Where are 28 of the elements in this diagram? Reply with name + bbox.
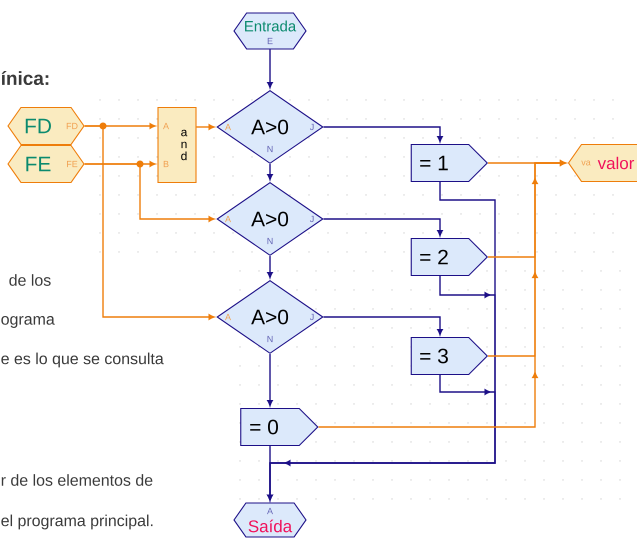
body-text: ínica: <box>2 70 48 86</box>
assign-box: = 2 <box>410 238 488 276</box>
terminal-hexagon: A Saída <box>233 502 307 538</box>
assign-box: = 3 <box>410 336 488 376</box>
body-text: el programa principal. <box>1 514 152 530</box>
terminal-hexagon: Entrada E <box>233 12 307 50</box>
variable-hexagon: FE FE <box>7 144 85 184</box>
arrow <box>318 160 566 428</box>
arrow <box>267 446 273 501</box>
body-text: e es lo que se consulta <box>1 352 164 368</box>
variable-hexagon: FD FD <box>7 106 85 146</box>
arrow <box>324 218 443 236</box>
body-text: de los <box>9 274 51 286</box>
body-text: r de los elementos de <box>2 474 152 486</box>
arrow <box>324 126 443 142</box>
arrow <box>267 164 273 180</box>
arrow <box>196 124 215 130</box>
assign-box: = 0 <box>240 408 319 446</box>
arrow <box>267 50 273 88</box>
arrow <box>84 163 215 222</box>
body-text: ograma <box>1 316 55 328</box>
variable-hexagon: va valor <box>568 144 637 182</box>
arrow <box>267 256 273 278</box>
assign-box: = 1 <box>410 144 488 182</box>
arrow <box>324 316 443 336</box>
arrow <box>267 354 273 406</box>
and-gate-box: A a n d B <box>157 106 197 184</box>
arrow <box>84 125 215 320</box>
